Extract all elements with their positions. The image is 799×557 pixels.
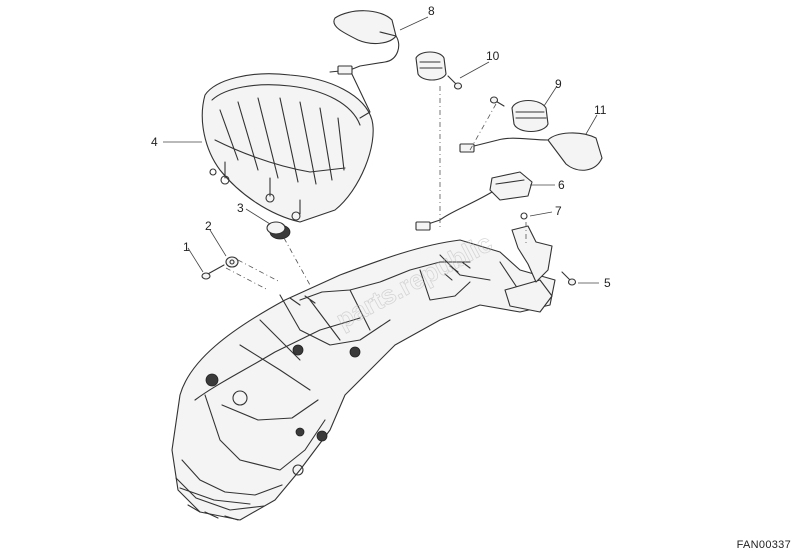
screw-part-10[interactable]	[447, 75, 463, 90]
callout-1[interactable]: 1	[183, 240, 190, 254]
callout-7[interactable]: 7	[555, 204, 562, 218]
right-turn-indicator[interactable]	[459, 132, 603, 171]
light-bracket-part-7[interactable]	[511, 212, 553, 283]
callout-5[interactable]: 5	[604, 276, 611, 290]
callout-9[interactable]: 9	[555, 77, 562, 91]
callout-4[interactable]: 4	[151, 135, 158, 149]
callout-2[interactable]: 2	[205, 219, 212, 233]
drawing-code-label: FAN00337	[736, 539, 791, 551]
license-plate-holder-frame[interactable]	[171, 239, 556, 521]
assembly-lines	[225, 86, 527, 291]
washer-part-2[interactable]	[225, 256, 239, 268]
indicator-grommet-left[interactable]	[415, 51, 447, 81]
screw-part-5[interactable]	[561, 271, 577, 286]
screw-part-1[interactable]	[201, 264, 225, 280]
callout-3[interactable]: 3	[237, 201, 244, 215]
callout-10[interactable]: 10	[486, 49, 500, 63]
callout-6[interactable]: 6	[558, 178, 565, 192]
callout-8[interactable]: 8	[428, 4, 435, 18]
indicator-grommet-right[interactable]	[489, 96, 549, 133]
callout-labels: 1 2 3 4 5 6 7 8 9 10 11	[151, 4, 611, 290]
left-turn-indicator[interactable]	[333, 10, 400, 75]
callout-11[interactable]: 11	[594, 103, 607, 117]
tail-light-assembly[interactable]	[201, 69, 374, 223]
rubber-grommet[interactable]	[266, 221, 291, 240]
leader-lines	[163, 16, 599, 284]
license-plate-light[interactable]	[415, 171, 533, 231]
